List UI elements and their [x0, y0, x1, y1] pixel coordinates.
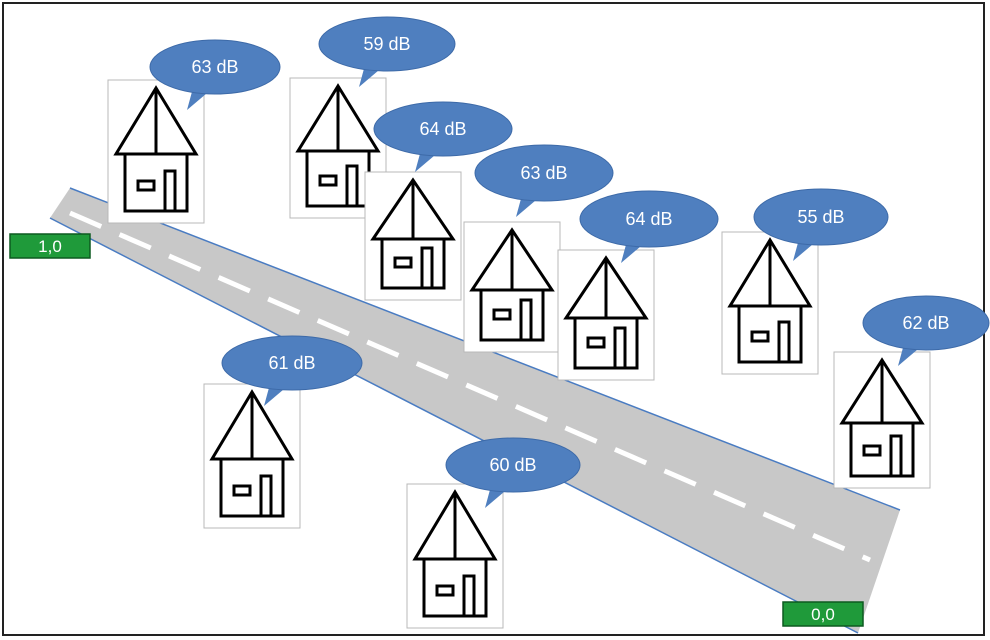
house-body — [380, 237, 446, 290]
start-marker: 1,0 — [9, 233, 91, 259]
window — [318, 174, 338, 187]
house-icon — [839, 357, 925, 478]
db-bubble: 64 dB — [373, 101, 513, 172]
house-icon — [563, 255, 649, 370]
db-bubble: 63 dB — [474, 144, 614, 217]
bubble-shape — [318, 16, 456, 72]
house-icon — [469, 227, 555, 342]
db-label: 59 dB — [363, 34, 410, 54]
houses-layer: 63 dB 59 dB 64 dB 63 dB 64 dB 55 dB 62 dB 61 dB… — [107, 16, 990, 629]
house-body — [573, 316, 639, 370]
bubble-shape — [862, 295, 990, 351]
house-icon — [412, 489, 498, 618]
db-bubble: 63 dB — [149, 39, 281, 110]
door — [163, 169, 177, 213]
db-label: 63 dB — [191, 57, 238, 77]
road-center-line — [69, 210, 871, 563]
house-5: 64 dB — [557, 190, 719, 381]
db-label: 60 dB — [489, 455, 536, 475]
house-1: 63 dB — [107, 39, 281, 224]
house-3: 64 dB — [364, 101, 513, 301]
house-icon — [727, 237, 813, 364]
door — [777, 320, 791, 364]
start-marker-label: 1,0 — [38, 237, 62, 256]
house-icon — [295, 83, 381, 208]
house-body — [479, 288, 545, 342]
house-4: 63 dB — [463, 144, 614, 353]
house-body — [422, 557, 488, 618]
window — [136, 179, 156, 192]
bubble-shape — [149, 39, 281, 95]
db-bubble: 59 dB — [318, 16, 456, 87]
window — [393, 256, 413, 269]
bubble-shape — [579, 190, 719, 248]
window — [586, 336, 606, 349]
end-marker-label: 0,0 — [811, 605, 835, 624]
house-body — [849, 421, 915, 478]
window — [232, 484, 252, 497]
db-label: 61 dB — [268, 353, 315, 373]
road — [49, 187, 901, 634]
db-bubble: 64 dB — [579, 190, 719, 263]
bubble-shape — [753, 188, 889, 246]
house-body — [737, 304, 803, 364]
window — [435, 584, 455, 597]
db-label: 55 dB — [797, 207, 844, 227]
house-body — [123, 152, 189, 213]
window — [862, 444, 882, 457]
db-label: 64 dB — [625, 209, 672, 229]
bubble-shape — [445, 437, 581, 493]
db-bubble: 62 dB — [862, 295, 990, 366]
door — [462, 574, 476, 618]
db-bubble: 60 dB — [445, 437, 581, 508]
bubble-shape — [373, 101, 513, 157]
end-marker-box — [782, 601, 864, 627]
db-label: 64 dB — [419, 119, 466, 139]
road-surface — [50, 188, 900, 633]
house-8: 61 dB — [203, 335, 363, 529]
db-bubble: 55 dB — [753, 188, 889, 261]
door — [613, 326, 627, 370]
house-icon — [113, 85, 199, 213]
door — [519, 298, 533, 342]
door — [420, 246, 434, 290]
house-9: 60 dB — [406, 437, 581, 629]
start-marker-box — [9, 233, 91, 259]
house-7: 62 dB — [833, 295, 990, 489]
house-icon — [209, 389, 295, 518]
door — [345, 164, 359, 208]
bubble-shape — [474, 144, 614, 202]
db-label: 63 dB — [520, 163, 567, 183]
bubble-shape — [221, 335, 363, 391]
db-label: 62 dB — [902, 313, 949, 333]
house-6: 55 dB — [721, 188, 889, 375]
door — [889, 434, 903, 478]
road-edge-bottom — [49, 217, 859, 634]
window — [492, 308, 512, 321]
house-icon — [370, 177, 456, 290]
door — [259, 474, 273, 518]
house-body — [219, 457, 285, 518]
end-marker: 0,0 — [782, 601, 864, 627]
db-bubble: 61 dB — [221, 335, 363, 406]
window — [750, 330, 770, 343]
